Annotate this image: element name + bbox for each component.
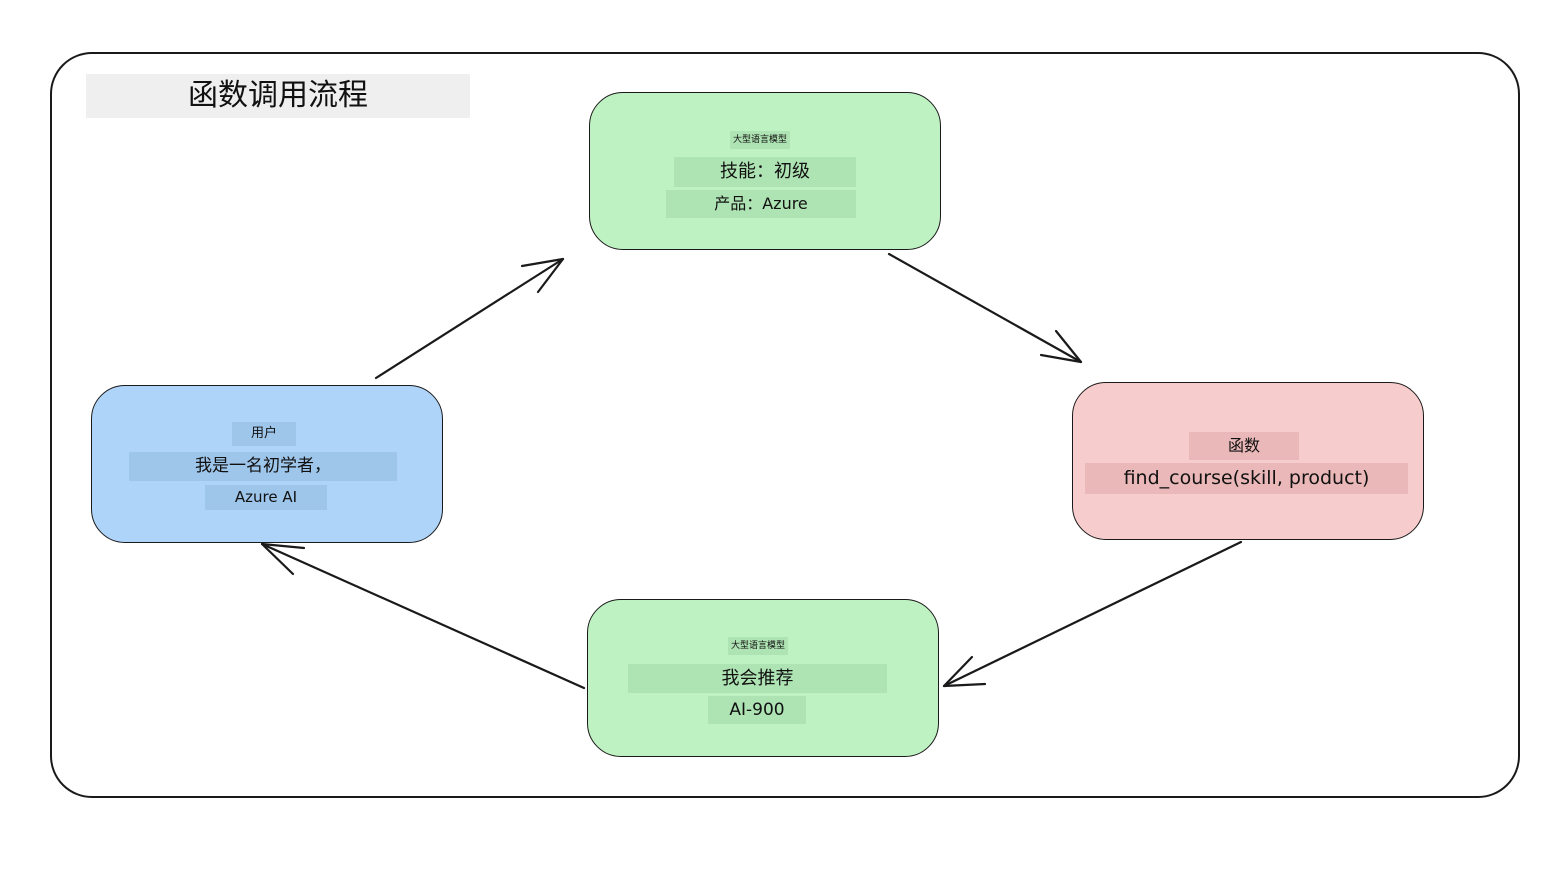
function-node: 函数 find_course(skill, product) [1072, 382, 1424, 540]
diagram-frame [50, 52, 1520, 798]
llm-node-top-label: 大型语言模型 [730, 131, 790, 149]
user-node: 用户 我是一名初学者， Azure AI [91, 385, 443, 543]
llm-node-bottom: 大型语言模型 我会推荐 AI-900 [587, 599, 939, 757]
llm-node-top-line-1: 技能：初级 [674, 157, 856, 187]
llm-node-bottom-line-1: 我会推荐 [628, 664, 887, 693]
diagram-title: 函数调用流程 [86, 74, 470, 118]
arrow-llm-to-user [260, 542, 586, 690]
llm-node-bottom-label: 大型语言模型 [728, 637, 788, 655]
user-node-line-2: Azure AI [205, 485, 327, 510]
function-node-signature: find_course(skill, product) [1085, 463, 1408, 494]
arrow-user-to-llm [374, 257, 565, 380]
user-node-line-1: 我是一名初学者， [129, 452, 397, 481]
arrow-function-to-llm [942, 540, 1243, 688]
llm-node-top-line-2: 产品：Azure [666, 190, 856, 218]
llm-node-bottom-line-2: AI-900 [708, 696, 806, 724]
arrow-llm-to-function [887, 252, 1083, 364]
user-node-label: 用户 [232, 422, 296, 446]
llm-node-top: 大型语言模型 技能：初级 产品：Azure [589, 92, 941, 250]
function-node-label: 函数 [1189, 432, 1299, 460]
